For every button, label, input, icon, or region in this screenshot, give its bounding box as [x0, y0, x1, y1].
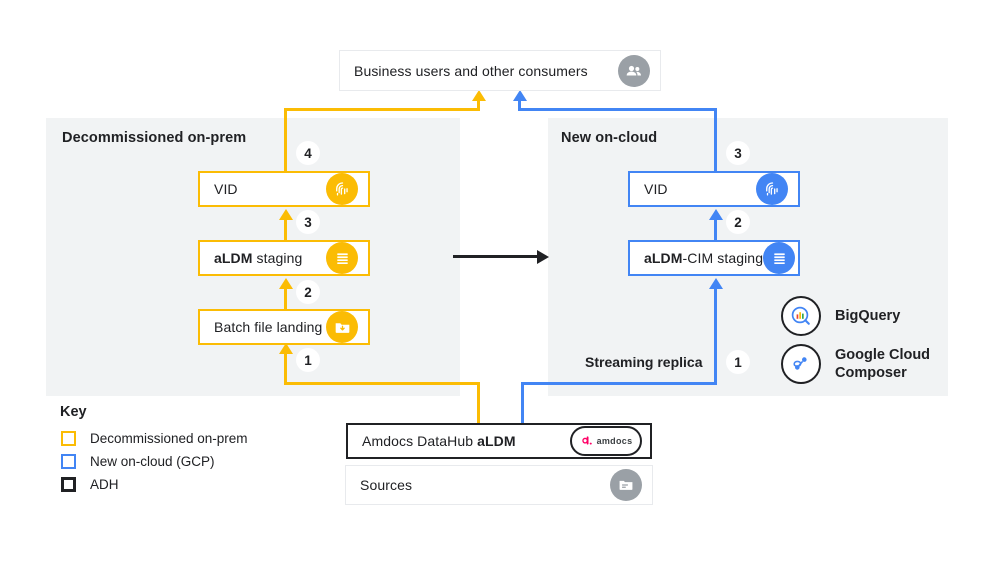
node-left-batch-file-landing[interactable]: Batch file landing — [198, 309, 370, 345]
step-badge-right-1: 1 — [726, 350, 750, 374]
folder-download-icon — [326, 311, 358, 343]
node-left-vid-label: VID — [214, 181, 238, 197]
cloud-composer-icon — [781, 344, 821, 384]
connector-step4-riser — [477, 100, 480, 111]
people-icon — [618, 54, 650, 87]
key-swatch-yellow — [61, 431, 76, 446]
connector-adh-to-right-horizontal — [521, 382, 717, 385]
node-left-staging-text: staging — [252, 250, 303, 266]
key-title: Key — [60, 404, 87, 420]
node-right-vid-label: VID — [644, 181, 668, 197]
connector-step2-right — [714, 218, 717, 244]
step-badge-right-3: 3 — [726, 141, 750, 165]
connector-step2-left — [284, 287, 287, 313]
fingerprint-icon — [756, 173, 788, 205]
panel-title-left: Decommissioned on-prem — [62, 130, 247, 146]
product-cloud-composer-label: Google Cloud Composer — [835, 346, 931, 381]
product-cloud-composer: Google Cloud Composer — [781, 344, 930, 384]
node-left-aldm-staging-label: aLDM staging — [214, 250, 326, 266]
step-badge-left-1: 1 — [296, 348, 320, 372]
node-left-aldm-bold: aLDM — [214, 250, 253, 266]
arrowhead-step2-right — [708, 209, 723, 220]
business-users-box[interactable]: Business users and other consumers — [340, 51, 660, 90]
node-left-batch-label: Batch file landing — [214, 319, 323, 335]
connector-step3-horizontal — [518, 108, 717, 111]
key-item-decommissioned: Decommissioned on-prem — [61, 431, 248, 446]
connector-adh-to-right-vertical — [521, 382, 524, 423]
panel-title-right: New on-cloud — [561, 130, 658, 146]
key-label-new-on-cloud: New on-cloud (GCP) — [90, 454, 215, 469]
connector-step3-riser — [518, 100, 521, 111]
sources-label: Sources — [360, 477, 413, 493]
node-right-aldm-cim-staging[interactable]: aLDM-CIM staging — [628, 240, 800, 276]
node-left-vid[interactable]: VID — [198, 171, 370, 207]
connector-step4-horizontal — [284, 108, 480, 111]
key-swatch-blue — [61, 454, 76, 469]
database-lines-icon — [326, 242, 358, 274]
fingerprint-icon — [326, 173, 358, 205]
connector-step4-vertical — [284, 108, 287, 173]
key-item-new-on-cloud: New on-cloud (GCP) — [61, 454, 215, 469]
key-label-decommissioned: Decommissioned on-prem — [90, 431, 248, 446]
connector-step1-left — [284, 351, 287, 385]
key-item-adh: ADH — [61, 477, 119, 492]
adh-box[interactable]: Amdocs DataHub aLDM amdocs — [346, 423, 652, 459]
connector-adh-to-left-vertical — [477, 382, 480, 423]
arrowhead-business-users-blue — [512, 90, 527, 101]
arrowhead-step1-left — [278, 343, 293, 354]
database-lines-icon — [763, 242, 796, 274]
amdocs-logo: amdocs — [570, 426, 642, 456]
arrowhead-step1-right — [708, 278, 723, 289]
node-left-aldm-staging[interactable]: aLDM staging — [198, 240, 370, 276]
node-right-aldm-bold: aLDM — [644, 250, 683, 266]
connector-adh-to-left-horizontal — [284, 382, 480, 385]
connector-step3-vertical — [714, 108, 717, 173]
adh-label: Amdocs DataHub aLDM — [362, 433, 570, 449]
connector-step3-left — [284, 218, 287, 244]
step-badge-left-2: 2 — [296, 280, 320, 304]
key-swatch-black — [61, 477, 76, 492]
product-bigquery-label: BigQuery — [835, 307, 901, 324]
bigquery-icon — [781, 296, 821, 336]
adh-label-text: Amdocs DataHub — [362, 433, 478, 449]
arrowhead-step2-left — [278, 278, 293, 289]
arrowhead-business-users-yellow — [471, 90, 486, 101]
amdocs-wordmark: amdocs — [596, 436, 633, 446]
business-users-label: Business users and other consumers — [354, 62, 588, 79]
arrowhead-step3-left — [278, 209, 293, 220]
product-bigquery: BigQuery — [781, 296, 900, 336]
migration-arrow — [453, 250, 549, 266]
streaming-replica-label: Streaming replica — [585, 354, 703, 370]
connector-step1-right — [714, 287, 717, 385]
sources-box[interactable]: Sources — [346, 466, 652, 504]
folder-icon — [610, 469, 642, 501]
step-badge-left-3: 3 — [296, 210, 320, 234]
step-badge-left-4: 4 — [296, 141, 320, 165]
key-label-adh: ADH — [90, 477, 119, 492]
step-badge-right-2: 2 — [726, 210, 750, 234]
node-right-aldm-cim-label: aLDM-CIM staging — [644, 250, 763, 266]
node-right-cim-staging-text: -CIM staging — [682, 250, 764, 266]
adh-label-bold: aLDM — [477, 433, 516, 449]
node-right-vid[interactable]: VID — [628, 171, 800, 207]
